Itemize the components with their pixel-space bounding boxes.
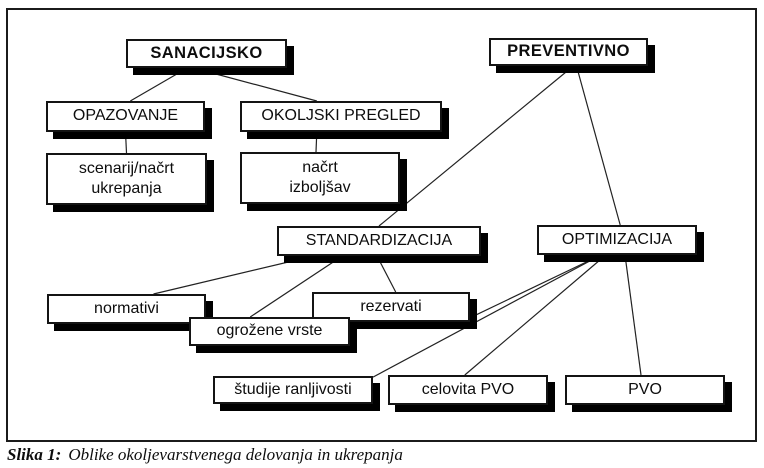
edge-okoljski-pregled-to-nacrt-izboljsav <box>315 131 318 153</box>
edge-sanacijsko-to-okoljski-pregled <box>193 67 317 102</box>
edge-optimizacija-to-celovita-pvo <box>464 254 607 376</box>
edge-standardizacija-to-rezervati <box>376 255 397 293</box>
edge-preventivno-to-optimizacija <box>575 65 621 226</box>
edge-preventivno-to-standardizacija <box>378 65 574 227</box>
node-optimizacija: OPTIMIZACIJA <box>537 225 697 255</box>
node-preventivno: PREVENTIVNO <box>489 38 648 66</box>
edge-optimizacija-to-studije-ranljivosti <box>372 254 602 378</box>
node-okoljski-pregled: OKOLJSKI PREGLED <box>240 101 442 132</box>
node-studije-ranljivosti: študije ranljivosti <box>213 376 373 404</box>
node-pvo: PVO <box>565 375 725 405</box>
edge-sanacijsko-to-opazovanje <box>129 67 188 102</box>
node-normativi: normativi <box>47 294 206 324</box>
edge-standardizacija-to-normativi <box>153 255 314 295</box>
edge-opazovanje-to-scenarij-nacrt <box>124 131 128 154</box>
edge-optimizacija-to-pvo <box>624 254 642 376</box>
node-scenarij-nacrt: scenarij/načrt ukrepanja <box>46 153 207 205</box>
figure-caption: Slika 1: Oblike okoljevarstvenega delovan… <box>7 445 403 465</box>
node-nacrt-izboljsav: načrt izboljšav <box>240 152 400 204</box>
edge-standardizacija-to-ogrozene-vrste <box>249 255 343 318</box>
caption-text: Oblike okoljevarstvenega delovanja in uk… <box>68 445 403 464</box>
caption-label: Slika 1: <box>7 445 62 464</box>
node-sanacijsko: SANACIJSKO <box>126 39 287 68</box>
node-standardizacija: STANDARDIZACIJA <box>277 226 481 256</box>
node-opazovanje: OPAZOVANJE <box>46 101 205 132</box>
node-celovita-pvo: celovita PVO <box>388 375 548 405</box>
node-ogrozene-vrste: ogrožene vrste <box>189 317 350 346</box>
edge-optimizacija-to-rezervati <box>469 254 602 319</box>
